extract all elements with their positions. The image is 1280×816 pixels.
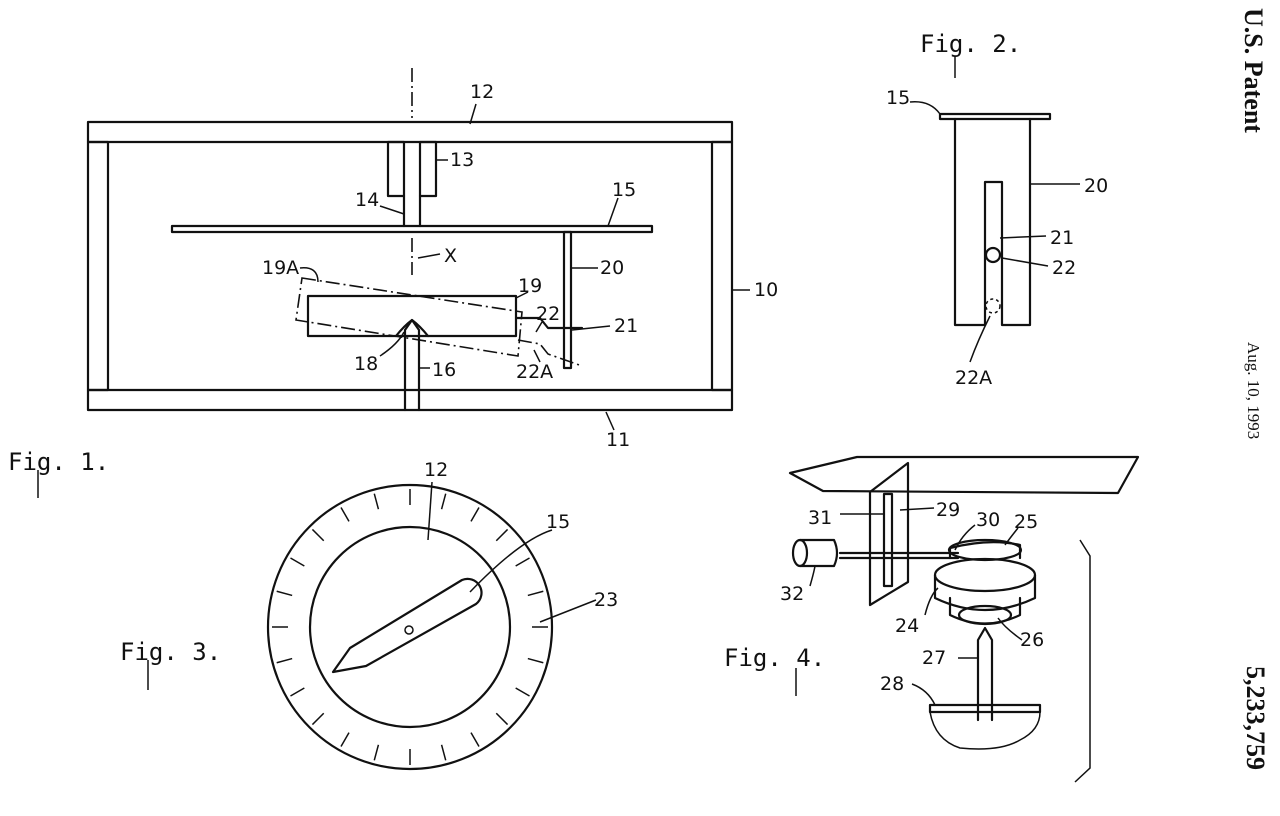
dial-tick: [290, 687, 305, 697]
arm-22a: [517, 339, 583, 367]
dial-tick: [470, 732, 480, 747]
label-29: 29: [936, 499, 960, 521]
arm-22a: [985, 298, 1001, 314]
pivot-27: [976, 626, 994, 722]
dial-tick: [527, 657, 544, 664]
label-19: 19: [518, 275, 542, 297]
dial-tick: [340, 732, 350, 747]
dial-tick: [373, 744, 380, 761]
label-23: 23: [594, 589, 618, 611]
dial-tick: [276, 590, 293, 597]
pointer-15: [331, 577, 483, 674]
label-22: 22: [1052, 257, 1076, 279]
label-21: 21: [614, 315, 638, 337]
dial-tick: [495, 712, 509, 726]
dial-tick: [311, 712, 325, 726]
dial-tick: [527, 590, 544, 597]
dial-tick: [311, 528, 325, 542]
bracket-29: [868, 461, 910, 607]
label-24: 24: [895, 615, 919, 637]
figure-4: 31 29 30 25 32 24 26 27 28 Fig. 4.: [724, 455, 1140, 783]
wheel-24: [933, 573, 1037, 612]
label-27: 27: [922, 647, 946, 669]
dial-tick: [290, 557, 305, 567]
dial-tick: [495, 528, 509, 542]
hub-25: [948, 541, 1022, 560]
dial-tick: [276, 657, 293, 664]
label-30: 30: [976, 509, 1000, 531]
base-28: [928, 703, 1042, 714]
label-15: 15: [546, 511, 570, 533]
plate-15: [170, 224, 654, 234]
label-10: 10: [754, 279, 778, 301]
label-28: 28: [880, 673, 904, 695]
dial-tick: [340, 507, 350, 522]
pivot-16: [403, 318, 421, 412]
label-21: 21: [1050, 227, 1074, 249]
body-19: [306, 294, 518, 338]
tilted-body-19a: [295, 277, 523, 357]
figure-2: Fig. 2. 15 20 21 22 22A: [886, 30, 1108, 389]
plate: [788, 455, 1140, 495]
label-12: 12: [424, 459, 448, 481]
bracket-line: [1074, 539, 1091, 783]
dial-tick: [440, 744, 447, 761]
label-12: 12: [470, 81, 494, 103]
right-wall-10: [710, 140, 734, 392]
bushing-13-right: [418, 140, 438, 198]
label-14: 14: [355, 189, 379, 211]
label-13: 13: [450, 149, 474, 171]
jewel-18: [394, 318, 430, 338]
dial-23: [266, 483, 554, 771]
patent-title: U.S. Patent: [1239, 8, 1268, 133]
dial-tick: [515, 687, 530, 697]
label-11: 11: [606, 429, 630, 451]
figure-1-caption: Fig. 1.: [8, 448, 109, 476]
label-20: 20: [1084, 175, 1108, 197]
label-18: 18: [354, 353, 378, 375]
patent-date: Aug. 10, 1993: [1244, 342, 1263, 440]
dial-tick: [470, 507, 480, 522]
bushing-13-left: [386, 140, 406, 198]
dial-ticks: [272, 489, 548, 765]
patent-number: 5,233,759: [1241, 666, 1270, 770]
weight-32: [798, 538, 839, 568]
figure-3-caption: Fig. 3.: [120, 638, 221, 666]
label-25: 25: [1014, 511, 1038, 533]
top-wall-12: [86, 120, 734, 144]
label-x: X: [444, 245, 457, 267]
label-22a: 22A: [516, 361, 553, 383]
pin-plate-20: [562, 230, 573, 370]
label-32: 32: [780, 583, 804, 605]
label-19a: 19A: [262, 257, 299, 279]
dial-tick: [440, 493, 447, 510]
arm-22: [984, 246, 1002, 264]
dial-tick: [373, 493, 380, 510]
top-12: [308, 525, 512, 729]
figure-4-caption: Fig. 4.: [724, 644, 825, 672]
pin-plate-20: [953, 117, 1032, 327]
label-16: 16: [432, 359, 456, 381]
bottom-wall-11: [86, 388, 734, 412]
label-15: 15: [886, 87, 910, 109]
slot-31: [882, 492, 894, 588]
label-15: 15: [612, 179, 636, 201]
label-22a: 22A: [955, 367, 992, 389]
label-20: 20: [600, 257, 624, 279]
figure-1: 12 13 14 15 X 19A 19 22 20 10 21 18 16 2…: [8, 68, 778, 498]
figure-3: 12 15 23 Fig. 3.: [120, 459, 618, 771]
label-22: 22: [536, 303, 560, 325]
dial-tick: [515, 557, 530, 567]
left-wall: [86, 140, 110, 392]
arm-22: [514, 316, 584, 330]
plate-15: [938, 112, 1052, 121]
label-26: 26: [1020, 629, 1044, 651]
figure-2-caption: Fig. 2.: [920, 30, 1021, 58]
label-31: 31: [808, 507, 832, 529]
pivot-point: [404, 625, 414, 635]
